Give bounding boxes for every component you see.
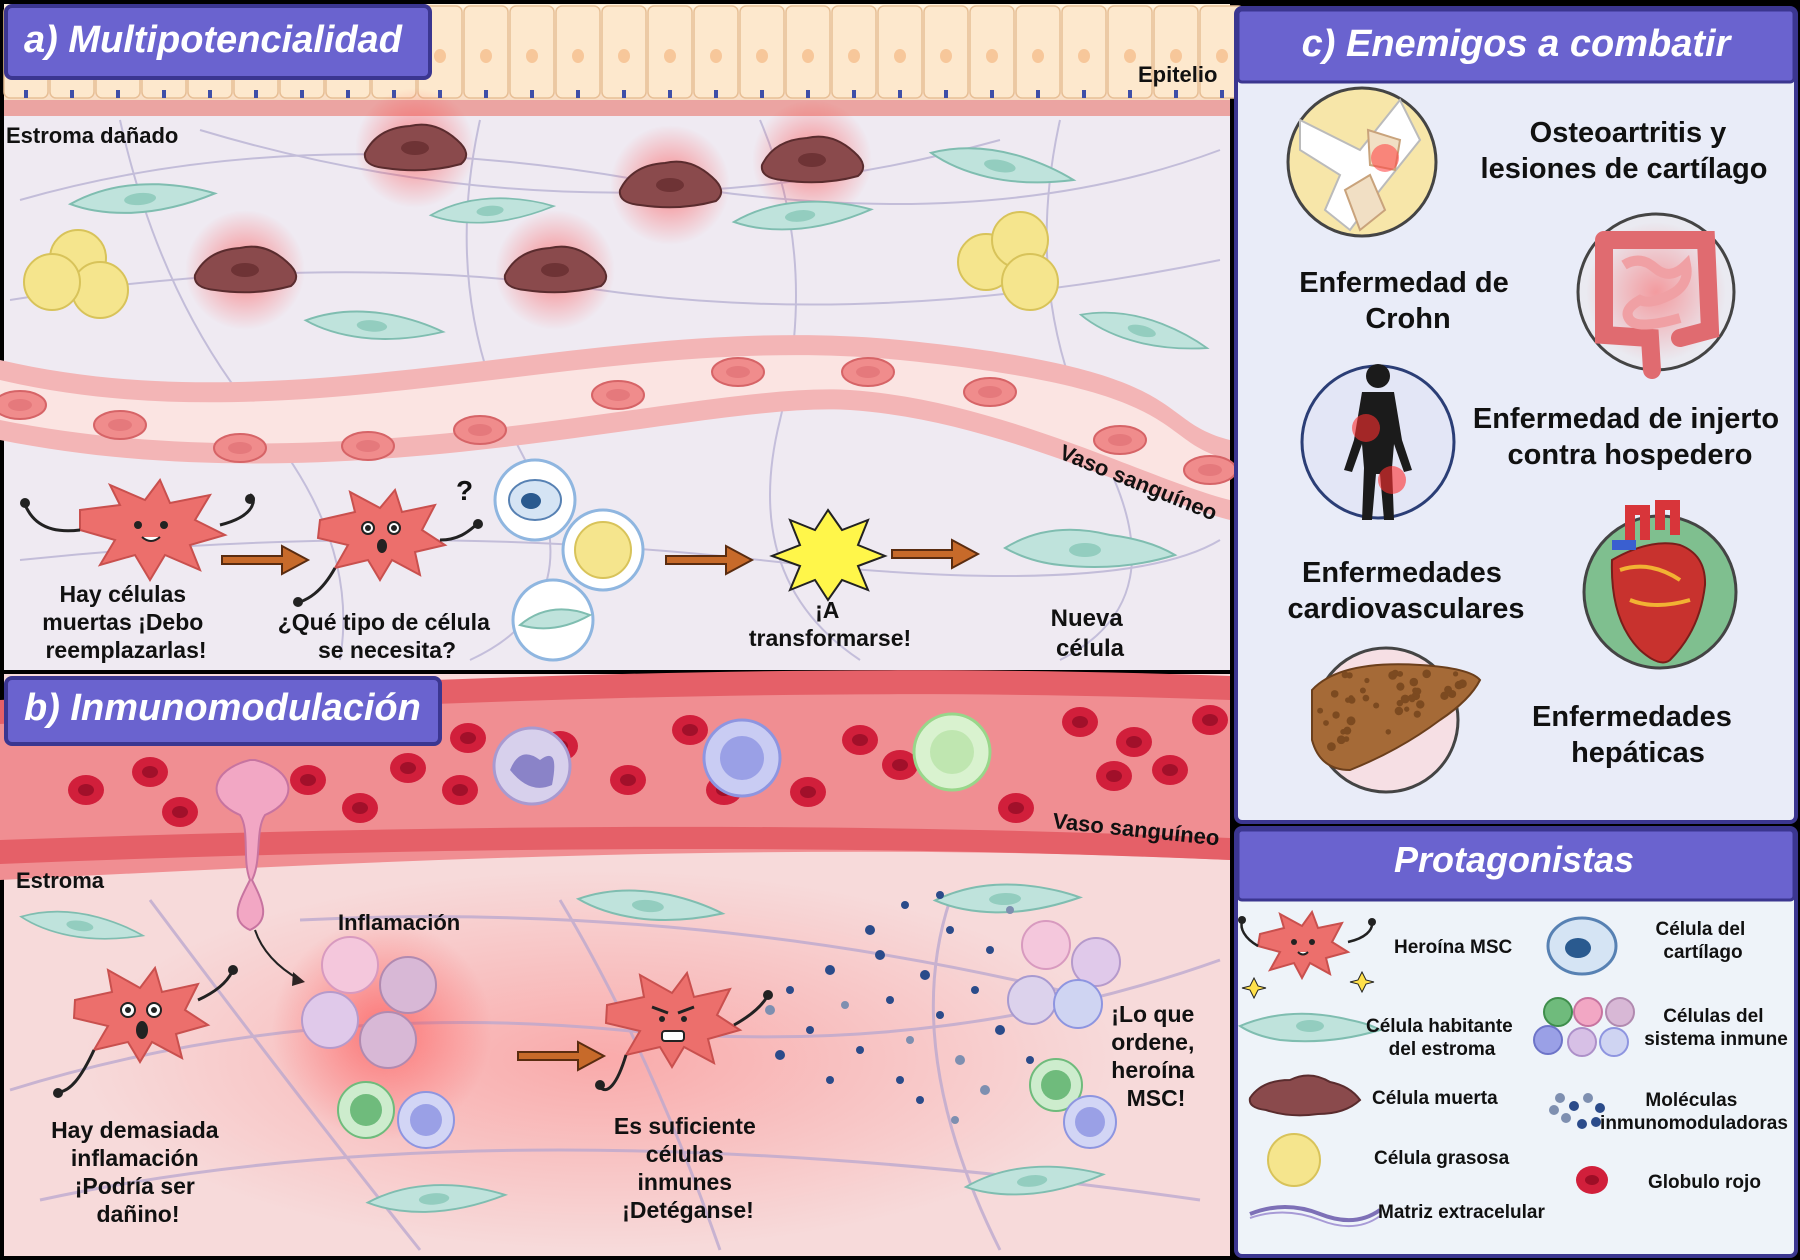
immunomodulatory-molecule (841, 1001, 849, 1009)
immunomodulatory-molecule (986, 946, 994, 954)
legend-matrix-label: Matriz extracelular (1378, 1202, 1545, 1223)
intestine-icon (1578, 214, 1734, 370)
panel-b-title: b) Inmunomodulación (24, 687, 421, 729)
immunomodulatory-molecule (806, 1026, 814, 1034)
immunomodulatory-molecule (936, 1011, 944, 1019)
immunomodulatory-molecule (875, 950, 885, 960)
panel-a: ? a) Multipotenci (0, 4, 1244, 670)
immunomodulatory-molecule (901, 901, 909, 909)
panel-c: c) Enemigos a combatir Osteoartritis y l… (1236, 8, 1796, 822)
immunomodulatory-molecule (896, 1076, 904, 1084)
panel-a-title: a) Multipotencialidad (24, 19, 403, 61)
panel-c-title: c) Enemigos a combatir (1302, 23, 1733, 65)
legend-fat-icon (1268, 1134, 1320, 1186)
panel-b-header: b) Inmunomodulación (6, 678, 440, 744)
immunomodulatory-molecule (886, 996, 894, 1004)
option-cartilage-cell (495, 460, 575, 540)
legend-rbc-label: Globulo rojo (1648, 1172, 1761, 1193)
legend-title: Protagonistas (1394, 839, 1634, 880)
immunomodulatory-molecule (936, 891, 944, 899)
immunomodulatory-molecule (995, 1025, 1005, 1035)
legend-msc-label: Heroína MSC (1394, 937, 1513, 958)
immunomodulatory-molecule (865, 925, 875, 935)
immunomodulatory-molecule (1006, 906, 1014, 914)
immunomodulatory-molecule (955, 1055, 965, 1065)
immunomodulatory-molecule (856, 1046, 864, 1054)
immunomodulatory-molecule (826, 1076, 834, 1084)
panel-b: b) Inmunomodulación Vaso sanguíneo Estro… (0, 670, 1230, 1256)
immunomodulatory-molecule (951, 1116, 959, 1124)
legend-rbc-icon (1576, 1166, 1608, 1194)
immunomodulatory-molecule (906, 1036, 914, 1044)
epitelio-label: Epitelio (1138, 62, 1217, 87)
legend-cartilage-icon (1548, 918, 1616, 974)
estroma-label: Estroma (16, 868, 105, 893)
step1-caption: Hay células muertas ¡Debo reemplazarlas! (42, 581, 209, 663)
panel-c-header: c) Enemigos a combatir (1238, 10, 1794, 82)
legend-dead-label: Célula muerta (1372, 1088, 1498, 1109)
immunomodulatory-molecule (765, 1005, 775, 1015)
immunomodulatory-molecule (971, 986, 979, 994)
immunomodulatory-molecule (946, 926, 954, 934)
immunomodulatory-molecule (825, 965, 835, 975)
question-mark: ? (456, 475, 473, 506)
estroma-danado-label: Estroma dañado (6, 123, 178, 148)
knee-icon (1288, 88, 1436, 236)
human-body-icon (1302, 364, 1454, 520)
immunomodulatory-molecule (916, 1096, 924, 1104)
legend-panel: Protagonistas Heroína MSC Célula del car… (1236, 828, 1796, 1256)
option-fat-cell (563, 510, 643, 590)
option-stromal-cell (513, 580, 593, 660)
immunomodulatory-molecule (775, 1050, 785, 1060)
immunomodulatory-molecule (1026, 1056, 1034, 1064)
immunomodulatory-molecule (786, 986, 794, 994)
inflamacion-label: Inflamación (338, 910, 460, 935)
panel-a-header: a) Multipotencialidad (6, 6, 430, 78)
legend-fat-label: Célula grasosa (1374, 1148, 1510, 1169)
immunomodulatory-molecule (980, 1085, 990, 1095)
immunomodulatory-molecule (920, 970, 930, 980)
